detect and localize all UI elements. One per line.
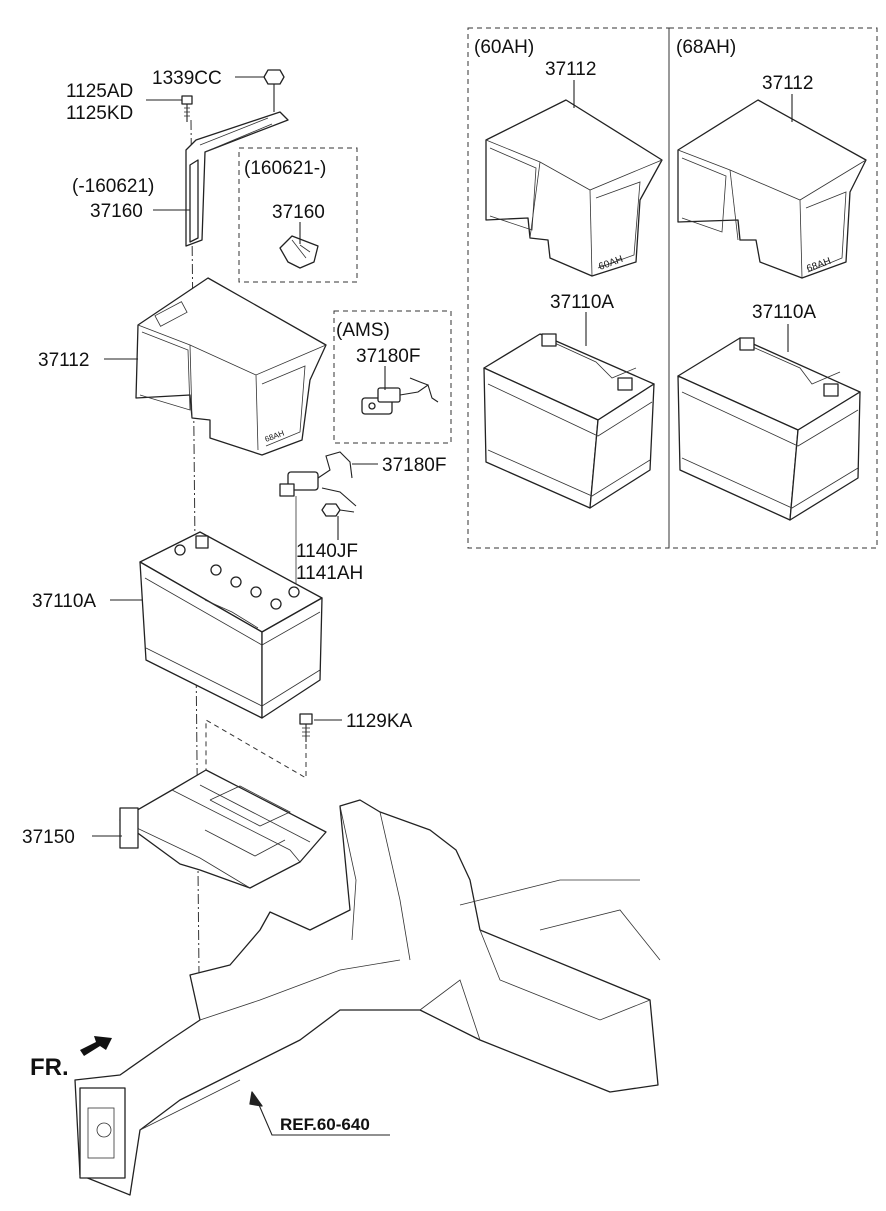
front-label: FR. [30, 1054, 69, 1081]
bolt-1140jf [321, 503, 355, 517]
bolt-1125ad [181, 95, 193, 122]
callout-1125ad: 1125AD [66, 81, 133, 102]
ref-label: REF.60-640 [280, 1115, 370, 1134]
cover-60ah: 60AH [485, 99, 663, 277]
callout-37112-68: 37112 [762, 73, 813, 94]
callout-37160-left: 37160 [90, 201, 143, 222]
ref-arrow [249, 1091, 390, 1136]
bolt-1129ka [299, 713, 313, 742]
callout-37150: 37150 [22, 827, 75, 848]
variant-box-68ah [668, 27, 878, 549]
callout-1141ah: 1141AH [296, 563, 363, 584]
front-arrow-icon [80, 1036, 112, 1056]
callout-37110a-68: 37110A [752, 302, 816, 323]
battery-68ah [677, 337, 861, 521]
callout-37112-60: 37112 [545, 59, 596, 80]
callout-1140jf: 1140JF [296, 541, 358, 562]
callout-37110a-60: 37110A [550, 292, 614, 313]
ams-sensor-37180f-main [279, 451, 357, 590]
nut-1339cc [263, 69, 285, 112]
battery-tray-37150 [119, 769, 327, 889]
clip-37160 [279, 235, 319, 269]
callout-1339cc: 1339CC [152, 68, 222, 89]
battery-bracket-37160 [185, 111, 289, 247]
callout-37160-box: 37160 [272, 202, 325, 223]
callout-1129ka: 1129KA [346, 711, 413, 732]
battery-60ah [483, 333, 655, 509]
bolt-guide-1129ka [205, 719, 307, 780]
callout-160621-after: (160621-) [244, 158, 326, 179]
cover-68ah: 68AH [677, 99, 867, 279]
callout-37112-left: 37112 [38, 350, 89, 371]
callout-37110a-left: 37110A [32, 591, 96, 612]
callout-60ah: (60AH) [474, 37, 534, 58]
callout-1125kd: 1125KD [66, 103, 133, 124]
box-ams [333, 310, 452, 444]
callout-160621-before: (-160621) [72, 176, 154, 197]
variant-box-60ah [467, 27, 670, 549]
battery-cover-37112: 68AH [135, 277, 327, 456]
body-frame [74, 799, 661, 1196]
battery-37110a [139, 531, 323, 719]
callout-37180f: 37180F [382, 455, 446, 476]
ams-sensor-37180f [361, 377, 439, 415]
callout-ams: (AMS) [336, 320, 390, 341]
callout-37180f-box: 37180F [356, 346, 420, 367]
box-160621-after [238, 147, 358, 283]
callout-68ah: (68AH) [676, 37, 736, 58]
